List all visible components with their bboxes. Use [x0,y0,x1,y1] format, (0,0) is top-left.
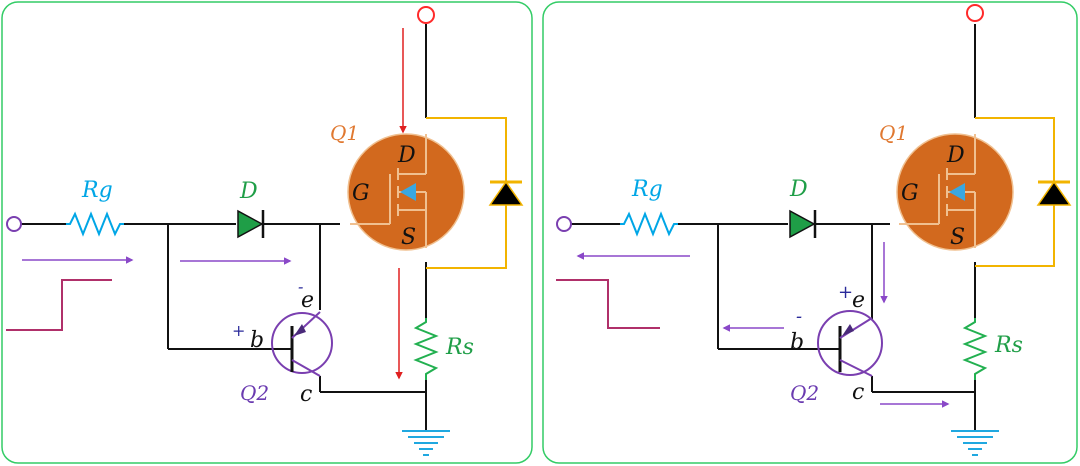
resistor-icon [620,211,678,237]
label-sign-b: - [796,306,802,327]
label-q1: Q1 [330,121,359,145]
label-pin-s: S [401,225,416,250]
body-diode [975,117,1072,267]
wires [571,24,976,430]
input-terminal-icon[interactable] [556,216,572,232]
mosfet-icon [347,133,465,251]
label-pin-g: G [352,181,370,206]
label-sign-e: + [838,282,853,303]
pnp-transistor-icon [271,311,333,377]
body-diode [426,117,524,269]
label-pin-c: c [300,382,312,407]
label-d: D [239,179,258,204]
left-panel-border [1,1,533,464]
body-diode-icon [488,180,524,206]
right-panel-border [542,1,1078,464]
label-q1: Q1 [879,121,908,145]
resistor-icon [962,318,988,380]
label-pin-d: D [946,143,965,168]
label-rg: Rg [631,177,663,202]
label-pin-g: G [901,181,919,206]
diode-icon [789,209,817,239]
mosfet-arrow-icon [949,183,965,201]
label-rs: Rs [994,333,1023,358]
ground-icon [951,430,999,456]
body-diode-icon [1036,180,1072,206]
mosfet-icon [896,133,1014,251]
left-panel: Rg D Q1 D G S Rs Q2 b c e + - [1,1,533,464]
resistor-icon [66,211,124,237]
mosfet-arrow-icon [400,183,416,201]
resistor-icon [413,318,439,380]
label-pin-e: e [852,288,865,313]
label-pin-c: c [852,380,864,405]
label-rs: Rs [445,335,474,360]
diode-icon [237,209,265,239]
supply-terminal-icon [966,4,984,22]
input-terminal-icon[interactable] [6,216,22,232]
label-pin-b: b [250,328,264,353]
step-signal [6,279,112,331]
label-sign-e: - [298,277,303,296]
ground-icon [402,430,450,456]
label-sign-b: + [232,321,245,340]
label-q2: Q2 [240,381,269,405]
label-pin-e: e [301,288,314,313]
right-panel: Rg D Q1 D G S Rs Q2 b c e - + [542,1,1078,464]
pnp-transistor-icon [817,310,883,377]
label-pin-s: S [950,225,965,250]
label-q2: Q2 [790,381,819,405]
step-signal [556,279,660,329]
wires [21,24,427,430]
supply-terminal-icon [417,6,435,24]
label-d: D [789,177,808,202]
label-pin-b: b [790,330,804,355]
label-pin-d: D [397,143,416,168]
label-rg: Rg [81,178,113,203]
